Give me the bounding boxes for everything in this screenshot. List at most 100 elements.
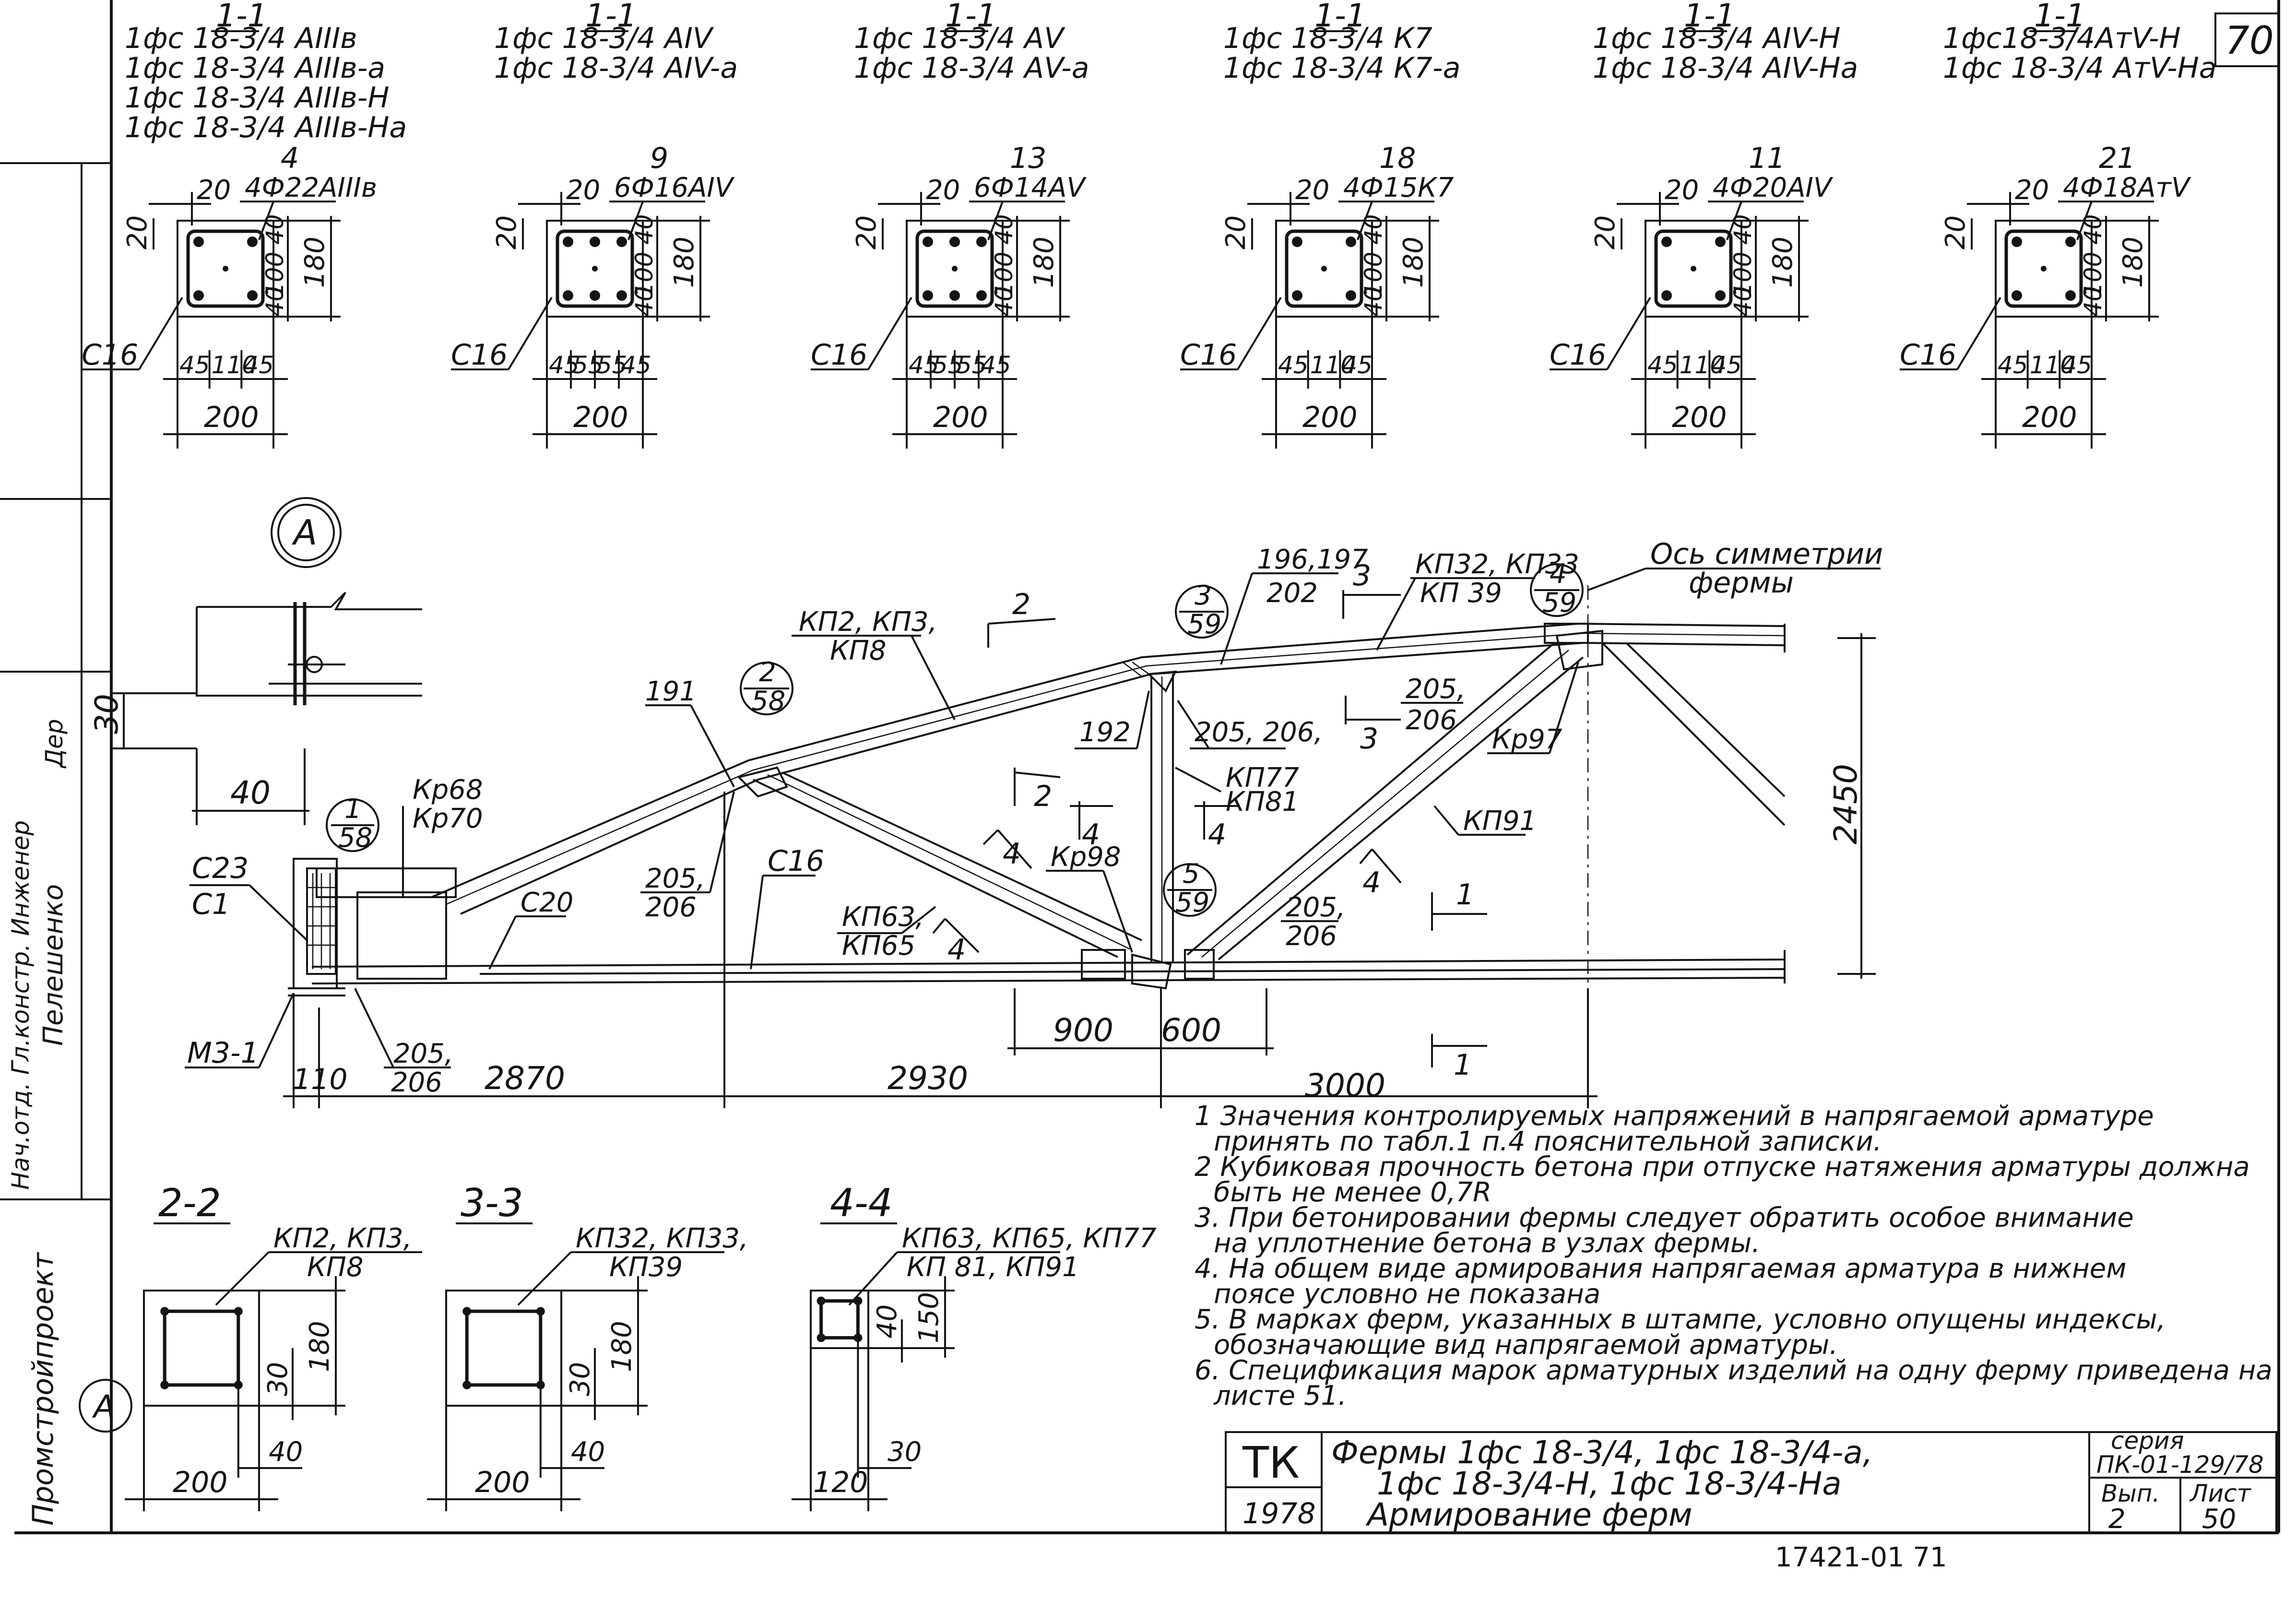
section-code: С16 xyxy=(82,338,138,372)
dim-bottom: 45 xyxy=(1711,351,1742,379)
dim-v1: 30 xyxy=(565,1362,596,1396)
dim-h1: 40 xyxy=(269,1436,303,1468)
dim-side: 20 xyxy=(1940,215,1971,249)
section-mark: 1фс 18-3/4 АV xyxy=(854,22,1065,55)
svg-text:4: 4 xyxy=(1003,837,1021,871)
sheet-number-box: 70 xyxy=(2214,12,2280,67)
rebar-dot xyxy=(817,1333,826,1342)
dim-width: 200 xyxy=(173,1466,228,1499)
dim-side: 20 xyxy=(1220,215,1252,249)
node-1-58: 1 58 xyxy=(326,794,379,853)
dim-v-top: 40 xyxy=(990,214,1018,245)
lower-a-marker: А xyxy=(79,1379,132,1433)
rebar-dot xyxy=(616,290,627,301)
rebar-dot xyxy=(853,1296,863,1305)
lower-label-1: КП63, КП65, КП77 xyxy=(902,1223,1157,1254)
label-205c-2: 206 xyxy=(645,892,697,923)
label-kr70: Кр70 xyxy=(413,803,483,834)
note-line-1: 1 Значения контролируемых напряжений в н… xyxy=(1195,1101,2154,1132)
dim-top: 20 xyxy=(2015,175,2049,206)
dim-bottom: 110 xyxy=(2030,351,2075,379)
dim-top: 20 xyxy=(926,175,960,206)
section-code: С16 xyxy=(451,338,508,372)
section-title: 1-1 xyxy=(1314,0,1366,34)
dim-bottom: 55 xyxy=(957,351,987,379)
title-block: ТК 1978 Фермы 1фс 18-3/4, 1фс 18-3/4-а, … xyxy=(1225,1427,2277,1535)
left-margin-stamp: Промстройпроект Нач.отд. Гл.констр. Инже… xyxy=(7,719,69,1526)
rebar-dot xyxy=(563,237,573,247)
rebar-dot xyxy=(563,290,573,301)
series-value: ПК-01-129/78 xyxy=(2096,1451,2264,1479)
rebar-dot xyxy=(1661,290,1672,301)
svg-text:2: 2 xyxy=(759,657,776,688)
note-line-10: обозначающие вид напрягаемой арматуры. xyxy=(1214,1329,1838,1361)
rebar-dot xyxy=(1346,290,1356,301)
label-m3-1: М3-1 xyxy=(187,1036,259,1070)
org-name: Промстройпроект xyxy=(26,1252,60,1526)
label-205b-1: 205, xyxy=(1406,674,1466,705)
rebar-dot xyxy=(949,290,960,301)
dim-v-mid: 100 xyxy=(630,252,658,297)
dim-v-mid: 100 xyxy=(1360,252,1387,297)
dim-bottom: 45 xyxy=(2061,351,2092,379)
pos-number: 4 xyxy=(281,142,299,175)
section-mark: 1фс 18-3/4 АIV xyxy=(494,22,714,55)
node-3-59: 3 59 xyxy=(1175,580,1229,640)
dim-v-top: 40 xyxy=(1729,214,1757,245)
rebar-label: 6Ф14АV xyxy=(974,172,1087,203)
title-line-1: Фермы 1фс 18-3/4, 1фс 18-3/4-а, xyxy=(1331,1434,1873,1471)
svg-text:5: 5 xyxy=(1183,858,1200,889)
label-kp91: КП91 xyxy=(1463,806,1537,837)
cut-marker-3-top: 3 xyxy=(1342,559,1401,619)
section-mark: 1фс 18-3/4 АтV-На xyxy=(1943,51,2217,85)
axis-label-1: Ось симметрии xyxy=(1650,537,1883,571)
rebar-dot xyxy=(949,237,960,247)
rebar-dot xyxy=(923,290,933,301)
cut-marker-1-top: 1 xyxy=(1431,878,1487,931)
label-c16: С16 xyxy=(768,844,824,878)
dim-v-total: 180 xyxy=(1398,237,1429,288)
dim-bottom: 45 xyxy=(1998,351,2028,379)
rebar-label: 4Ф22АIIIв xyxy=(245,172,377,203)
dim-top: 20 xyxy=(566,175,600,206)
rebar-dot xyxy=(1292,237,1302,247)
dim-bottom: 45 xyxy=(621,351,651,379)
rebar-dot xyxy=(2065,290,2076,301)
dim-v-top: 40 xyxy=(2079,214,2107,245)
section-title: 1-1 xyxy=(1684,0,1736,34)
section-code: С16 xyxy=(1900,338,1956,372)
lower-title: 3-3 xyxy=(461,1181,523,1225)
note-line-3: 2 Кубиковая прочность бетона при отпуске… xyxy=(1195,1151,2250,1183)
bottom-stamp: 17421-01 71 xyxy=(1775,1542,1947,1573)
dim-side: 20 xyxy=(851,215,882,249)
dim-bottom: 45 xyxy=(549,351,580,379)
section-mark: 1фс 18-3/4 К7 xyxy=(1223,22,1432,55)
svg-text:58: 58 xyxy=(751,686,785,717)
title-line-2: 1фс 18-3/4-Н, 1фс 18-3/4-На xyxy=(1377,1465,1842,1502)
rebar-label: 4Ф18АтV xyxy=(2063,172,2191,203)
section-code: С16 xyxy=(811,338,867,372)
sheet-value: 50 xyxy=(2202,1504,2236,1535)
dim-top: 20 xyxy=(1295,175,1329,206)
rebar-dot xyxy=(193,290,204,301)
dim-width: 200 xyxy=(573,401,628,434)
label-kp98: Кр98 xyxy=(1051,841,1121,873)
label-192: 192 xyxy=(1079,717,1131,748)
section-mark: 1фс 18-3/4 АIIIв-На xyxy=(125,111,407,144)
svg-text:4: 4 xyxy=(1362,866,1381,900)
detail-a-dim-h: 40 xyxy=(230,774,271,811)
dim-v-top: 40 xyxy=(630,214,658,245)
rebar-dot xyxy=(817,1296,826,1305)
dim-bottom: 45 xyxy=(981,351,1011,379)
rebar-dot xyxy=(976,237,987,247)
pos-number: 21 xyxy=(2099,142,2135,175)
rebar-dot xyxy=(1715,290,1726,301)
margin-signature: Дер xyxy=(40,719,68,769)
dim-bottom: 45 xyxy=(179,351,210,379)
note-line-9: 5. В марках ферм, указанных в штампе, ус… xyxy=(1195,1304,2166,1335)
dim-width: 120 xyxy=(813,1466,868,1499)
dim-v2: 180 xyxy=(304,1321,335,1372)
dim-width: 200 xyxy=(2022,401,2077,434)
